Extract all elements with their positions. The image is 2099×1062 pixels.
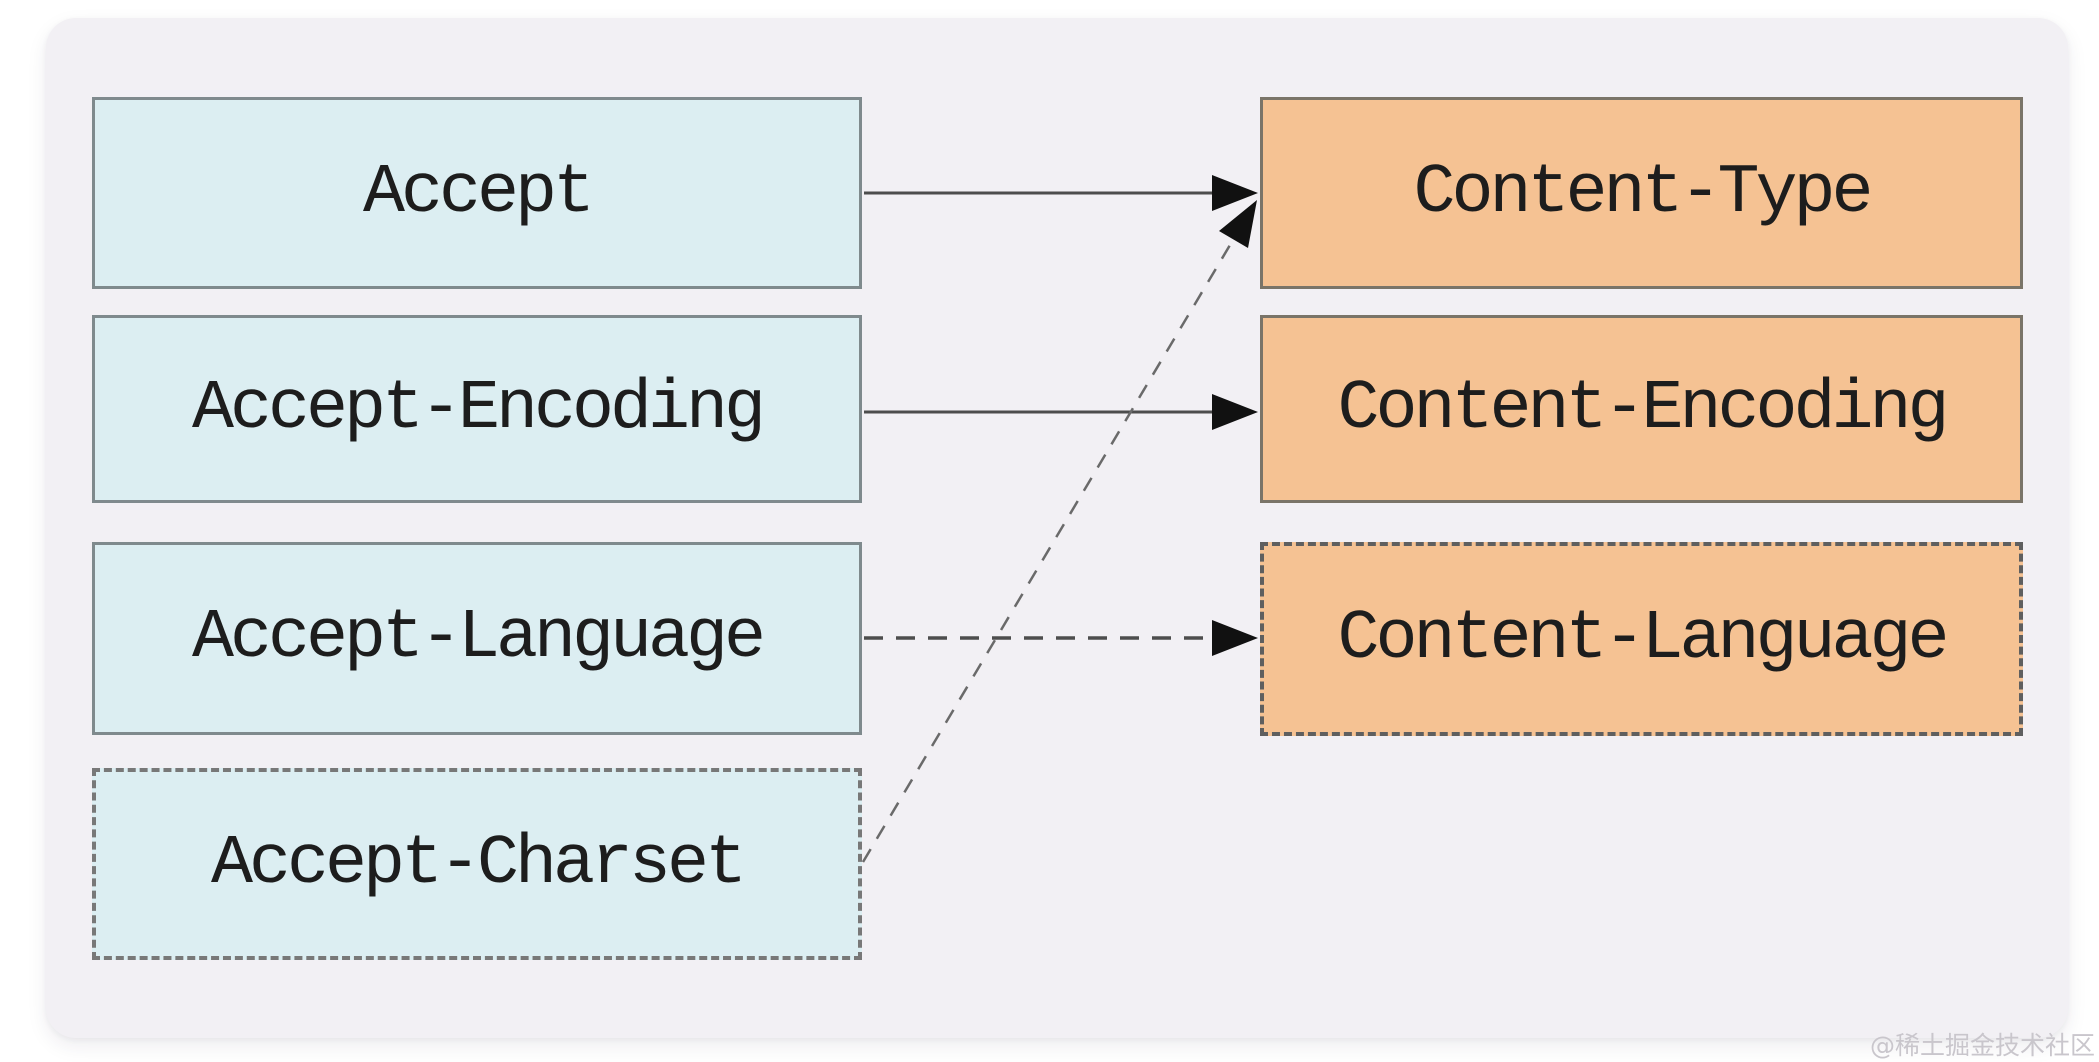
- box-accept-language-label: Accept-Language: [191, 599, 766, 678]
- box-content-language-label: Content-Language: [1337, 599, 1949, 679]
- box-content-language: Content-Language: [1260, 542, 2023, 736]
- box-accept-encoding: Accept-Encoding: [92, 315, 862, 503]
- box-content-encoding: Content-Encoding: [1260, 315, 2023, 503]
- box-accept-label: Accept: [362, 153, 595, 233]
- box-content-type: Content-Type: [1260, 97, 2023, 289]
- box-accept-charset-label: Accept-Charset: [210, 824, 747, 904]
- box-content-encoding-label: Content-Encoding: [1337, 369, 1949, 449]
- box-accept-charset: Accept-Charset: [92, 768, 862, 960]
- box-accept-language: Accept-Language: [92, 542, 862, 735]
- box-accept-encoding-label: Accept-Encoding: [191, 369, 766, 449]
- box-content-type-label: Content-Type: [1413, 153, 1873, 233]
- box-accept: Accept: [92, 97, 862, 289]
- watermark-text: @稀土掘金技术社区: [1869, 1031, 2095, 1060]
